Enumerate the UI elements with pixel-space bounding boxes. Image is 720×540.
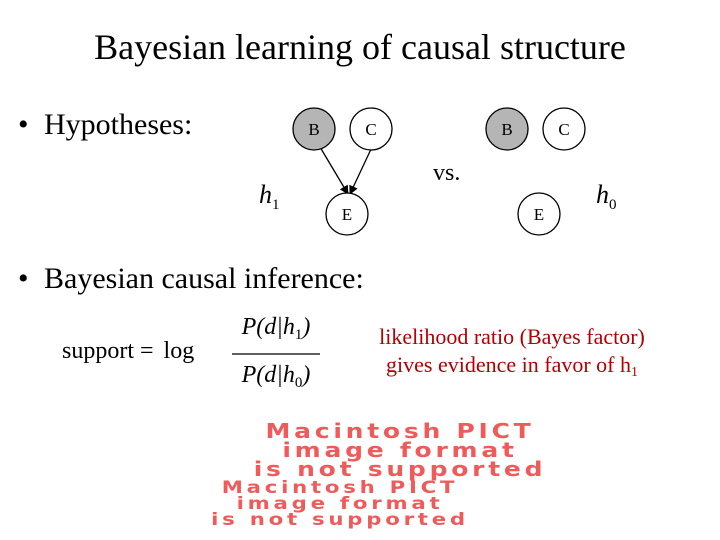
denominator-index: 0 <box>294 375 303 391</box>
pict-placeholder-2: Macintosh PICT image format is not suppo… <box>140 479 540 528</box>
pict-placeholder-2-line3: is not supported <box>211 510 469 531</box>
node-e-h1 <box>325 192 369 236</box>
graph-h1: B C E <box>292 107 393 236</box>
edge-b-e-h1 <box>319 146 349 195</box>
vs-label: vs. <box>433 160 461 186</box>
hypothesis-h1-label: h1 <box>259 180 280 214</box>
graph-h0: B C E <box>485 107 586 236</box>
log-label: log <box>163 338 195 364</box>
pict-placeholder-1-line2: image format <box>282 438 518 462</box>
node-e-h0 <box>517 192 561 236</box>
bullet-symbol: • <box>18 262 29 295</box>
pict-placeholder-1: Macintosh PICT image format is not suppo… <box>140 421 660 479</box>
node-c-h1 <box>349 107 393 151</box>
bullet-hypotheses-label: Hypotheses: <box>44 108 193 141</box>
hypothesis-h0-label: h0 <box>596 180 617 214</box>
likelihood-note: likelihood ratio (Bayes factor) gives ev… <box>356 323 668 381</box>
hypothesis-h1-symbol: h <box>259 180 272 209</box>
pict-placeholder-2-line2: image format <box>236 494 444 515</box>
pict-placeholder-1-line3: is not supported <box>253 457 547 481</box>
bullet-symbol: • <box>18 108 29 141</box>
numerator-index: 1 <box>294 327 303 343</box>
likelihood-note-line1: likelihood ratio (Bayes factor) <box>379 324 645 349</box>
node-c-h0 <box>542 107 586 151</box>
bullet-inference: • Bayesian causal inference: <box>18 262 364 296</box>
edge-c-e-h1 <box>349 146 373 195</box>
node-e-h0-label: E <box>534 205 544 224</box>
node-b-h0-label: B <box>501 120 512 139</box>
hypothesis-h1-index: 1 <box>272 197 280 213</box>
likelihood-note-line2: gives evidence in favor of h1 <box>356 351 668 382</box>
node-b-h1 <box>292 107 336 151</box>
bullet-hypotheses: • Hypotheses: <box>18 108 192 142</box>
node-c-h1-label: C <box>365 120 376 139</box>
denominator-suffix: ) <box>302 362 311 388</box>
support-label: support = <box>62 338 154 364</box>
pict-placeholder-1-line1: Macintosh PICT <box>265 419 535 443</box>
fraction-denominator: P(d|h0) <box>226 362 326 392</box>
hypothesis-h0-symbol: h <box>596 180 609 209</box>
node-c-h0-label: C <box>558 120 569 139</box>
likelihood-note-line2-text: gives evidence in favor of h <box>386 351 631 377</box>
slide-title: Bayesian learning of causal structure <box>94 27 626 67</box>
likelihood-note-line2-index: 1 <box>630 364 638 380</box>
numerator-prefix: P(d|h <box>241 314 295 340</box>
bullet-inference-label: Bayesian causal inference: <box>44 262 364 295</box>
node-b-h0 <box>485 107 529 151</box>
hypothesis-h0-index: 0 <box>609 197 617 213</box>
numerator-suffix: ) <box>302 314 311 340</box>
node-b-h1-label: B <box>308 120 319 139</box>
pict-placeholder-2-line1: Macintosh PICT <box>221 478 459 498</box>
fraction-numerator: P(d|h1) <box>226 314 326 344</box>
support-formula-lhs: support = log <box>62 338 194 365</box>
node-e-h1-label: E <box>342 205 352 224</box>
denominator-prefix: P(d|h <box>241 362 295 388</box>
